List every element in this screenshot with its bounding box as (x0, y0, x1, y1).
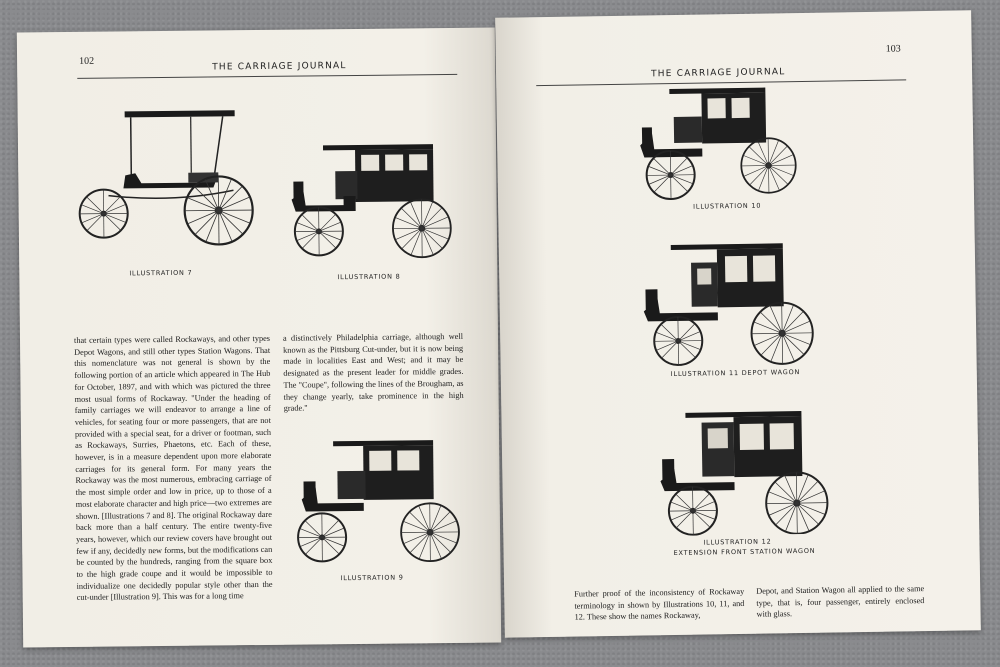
caption-illustration-8: ILLUSTRATION 8 (337, 272, 401, 282)
page-number: 102 (79, 55, 95, 67)
body-paragraph: Depot, and Station Wagon all applied to … (756, 584, 925, 620)
illustration-7-carriage (63, 102, 265, 254)
caption-illustration-11: ILLUSTRATION 11 DEPOT WAGON (670, 368, 801, 379)
body-paragraph: Further proof of the inconsistency of Ro… (574, 586, 745, 623)
page-number: 103 (885, 43, 901, 55)
header-rule (77, 73, 458, 79)
illustration-11-depot-wagon (631, 241, 828, 369)
text-column-left: that certain types were called Rockaways… (74, 333, 273, 604)
illustration-9-carriage (279, 436, 480, 568)
text-column-left: Further proof of the inconsistency of Ro… (574, 586, 745, 624)
header-rule (536, 79, 907, 87)
left-page: 102 THE CARRIAGE JOURNAL ILLUSTRATION 7 (16, 27, 502, 648)
body-paragraph: a distinctively Philadelphia carriage, a… (282, 331, 464, 413)
right-page: 103 THE CARRIAGE JOURNAL ILLUSTRATION 10 (495, 10, 981, 638)
caption-illustration-7: ILLUSTRATION 7 (129, 268, 193, 278)
caption-illustration-10: ILLUSTRATION 10 (693, 201, 762, 211)
running-header: THE CARRIAGE JOURNAL (650, 67, 786, 80)
caption-illustration-12: ILLUSTRATION 12 (703, 537, 772, 547)
caption-illustration-9: ILLUSTRATION 9 (340, 573, 404, 583)
text-column-right: Depot, and Station Wagon all applied to … (756, 583, 925, 621)
illustration-10-carriage (631, 85, 813, 203)
illustration-8-carriage (273, 140, 474, 267)
body-paragraph: that certain types were called Rockaways… (73, 333, 273, 603)
caption-illustration-12-subtitle: EXTENSION FRONT STATION WAGON (673, 546, 816, 558)
text-column-right: a distinctively Philadelphia carriage, a… (283, 331, 464, 415)
illustration-12-station-wagon (649, 408, 841, 537)
running-header: THE CARRIAGE JOURNAL (212, 61, 347, 73)
